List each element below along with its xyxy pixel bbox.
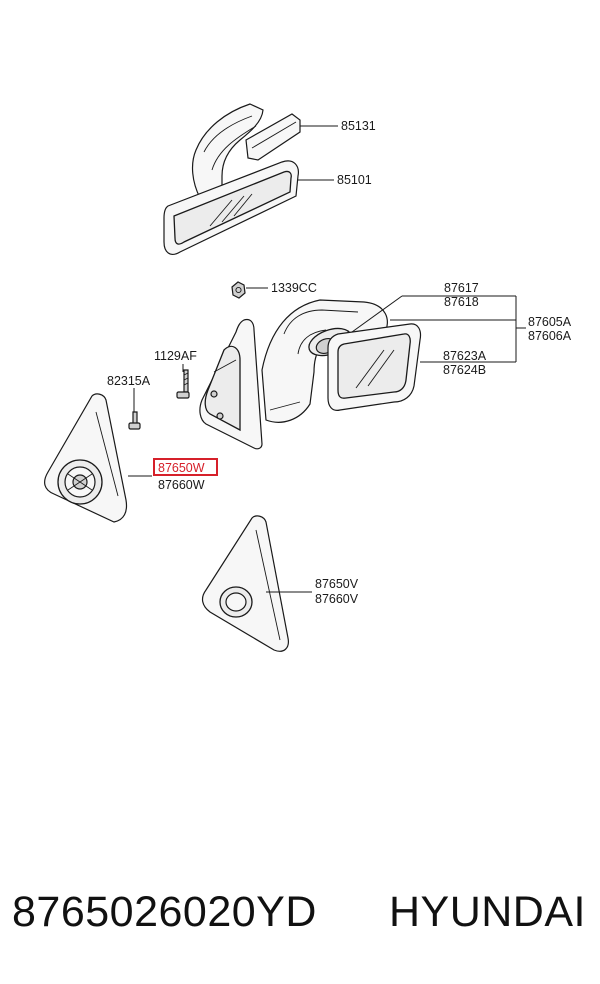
label-1339cc: 1339CC (271, 281, 317, 295)
outside-mirror-assembly (199, 299, 422, 450)
highlight-box (153, 458, 218, 476)
label-87660v-lower: 87660V (315, 592, 359, 606)
rear-view-mirror (163, 160, 299, 255)
leader-lines (128, 125, 526, 593)
label-87624b: 87624B (443, 363, 486, 377)
screw-1129af (176, 369, 190, 399)
label-87660w-upper: 87660W (158, 478, 205, 492)
label-87617: 87617 (444, 281, 479, 295)
label-87605a: 87605A (528, 315, 572, 329)
corner-trim-upper (44, 393, 128, 523)
label-87623a: 87623A (443, 349, 487, 363)
label-87606a: 87606A (528, 329, 572, 343)
label-82315a: 82315A (107, 374, 151, 388)
label-85101: 85101 (337, 173, 372, 187)
brand-name: HYUNDAI (388, 888, 586, 936)
bolt-82315a (128, 411, 141, 430)
nut-1339cc (231, 281, 246, 299)
footer: 8765026020YD HYUNDAI (0, 880, 600, 950)
part-number: 8765026020YD (12, 888, 317, 936)
label-87650w-highlighted[interactable]: 87650W (158, 461, 205, 475)
label-85131: 85131 (341, 119, 376, 133)
label-87618: 87618 (444, 295, 479, 309)
label-1129af: 1129AF (154, 349, 197, 363)
mirror-stay-cover (191, 103, 301, 199)
corner-trim-lower (201, 515, 289, 652)
label-87650v-lower: 87650V (315, 577, 359, 591)
part-labels: 85131 85101 1339CC 87617 87618 87605A 87… (107, 119, 572, 606)
